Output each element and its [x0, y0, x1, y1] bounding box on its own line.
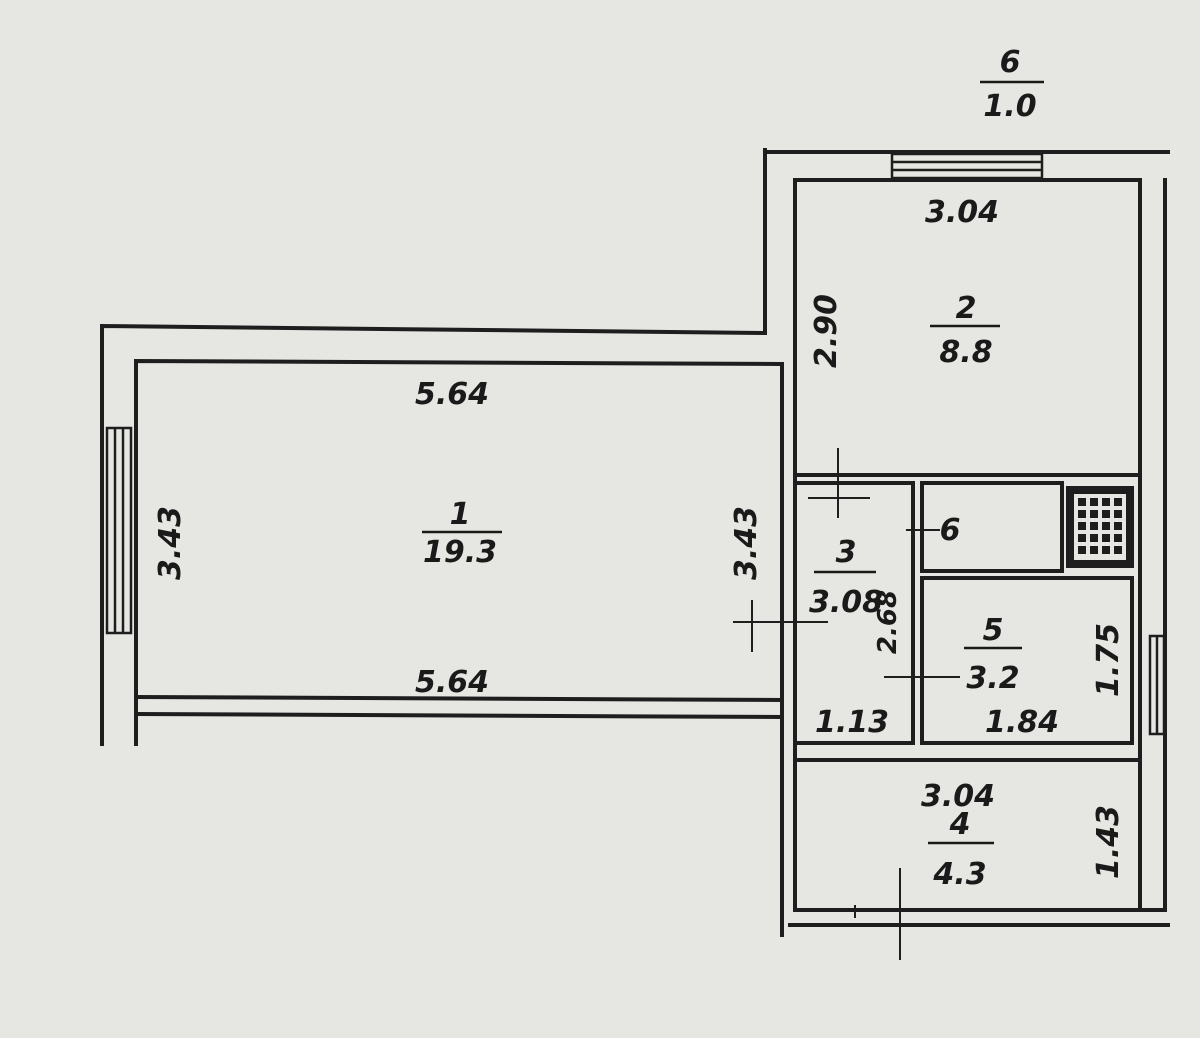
stove-cell	[1102, 546, 1110, 554]
stove-cell	[1090, 498, 1098, 506]
room-number: 2	[956, 291, 977, 326]
room-area: 8.8	[939, 335, 992, 370]
dimension-labels: 5.64 5.64 3.43 3.43 3.04 2.90 1.13 2.68 …	[153, 195, 1126, 879]
room-area: 3.08	[809, 585, 883, 620]
dim-room2-top: 3.04	[925, 195, 999, 230]
dim-room1-top: 5.64	[415, 377, 489, 412]
stove-cell	[1114, 510, 1122, 518]
dim-room1-bottom: 5.64	[415, 665, 489, 700]
stove-cell	[1090, 510, 1098, 518]
room1-bottom-wall-outer	[133, 711, 785, 720]
room1-bottom-wall-inner	[133, 694, 785, 703]
dim-room5-width: 1.84	[985, 705, 1059, 740]
stove-cell	[1102, 534, 1110, 542]
room-number: 4	[949, 807, 971, 842]
room5-walls	[920, 576, 1134, 745]
dim-room3-width: 1.13	[815, 705, 889, 740]
walls	[100, 148, 1170, 937]
room-area: 19.3	[423, 535, 497, 570]
room-area: 3.2	[966, 661, 1019, 696]
stove-cell	[1078, 522, 1086, 530]
dim-room1-left: 3.43	[153, 506, 188, 580]
room-6-label: 6 1.0	[980, 45, 1044, 124]
ticks	[733, 448, 960, 960]
room-number: 1	[450, 497, 471, 532]
room3-walls	[793, 481, 915, 745]
stove-cell	[1102, 498, 1110, 506]
stove-icon	[1066, 486, 1134, 568]
stove-cell	[1090, 534, 1098, 542]
dim-room2-side: 2.90	[809, 294, 844, 368]
closet-label: 6	[940, 513, 961, 548]
stove-cell	[1102, 510, 1110, 518]
stove-cell	[1078, 510, 1086, 518]
closet6-walls	[920, 481, 1064, 573]
room-number: 6	[1000, 45, 1021, 80]
stove-cell	[1114, 498, 1122, 506]
stove-cell	[1078, 498, 1086, 506]
dim-room3-height: 2.68	[873, 590, 903, 654]
stove-cell	[1090, 522, 1098, 530]
window-left	[105, 426, 133, 635]
stove-cell	[1114, 546, 1122, 554]
stove-cell	[1090, 546, 1098, 554]
dim-room5-height: 1.75	[1091, 623, 1126, 697]
stove-cell	[1102, 522, 1110, 530]
stove-cell	[1078, 534, 1086, 542]
kitchen-inner-wall	[793, 178, 1142, 477]
room-5-label: 5 3.2	[964, 613, 1022, 696]
room-number: 3	[836, 535, 857, 570]
room-4-label: 4 4.3	[928, 807, 994, 892]
room-1-label: 1 19.3	[422, 497, 502, 570]
window-top	[890, 152, 1044, 180]
stove-cell	[1078, 546, 1086, 554]
stove-cell	[1114, 534, 1122, 542]
room1-outer-wall	[100, 148, 767, 746]
windows	[105, 152, 1166, 736]
room-3-label: 3 3.08	[809, 535, 883, 620]
dim-room1-right: 3.43	[729, 506, 764, 580]
room-area: 4.3	[932, 857, 986, 892]
room1-inner-wall	[134, 358, 783, 746]
dim-room4-height: 1.43	[1091, 805, 1126, 879]
stove-cell	[1114, 522, 1122, 530]
room-2-label: 2 8.8	[930, 291, 1000, 370]
room-number: 5	[983, 613, 1004, 648]
dim-room4-top: 3.04	[921, 779, 995, 814]
room-area: 1.0	[983, 89, 1036, 124]
